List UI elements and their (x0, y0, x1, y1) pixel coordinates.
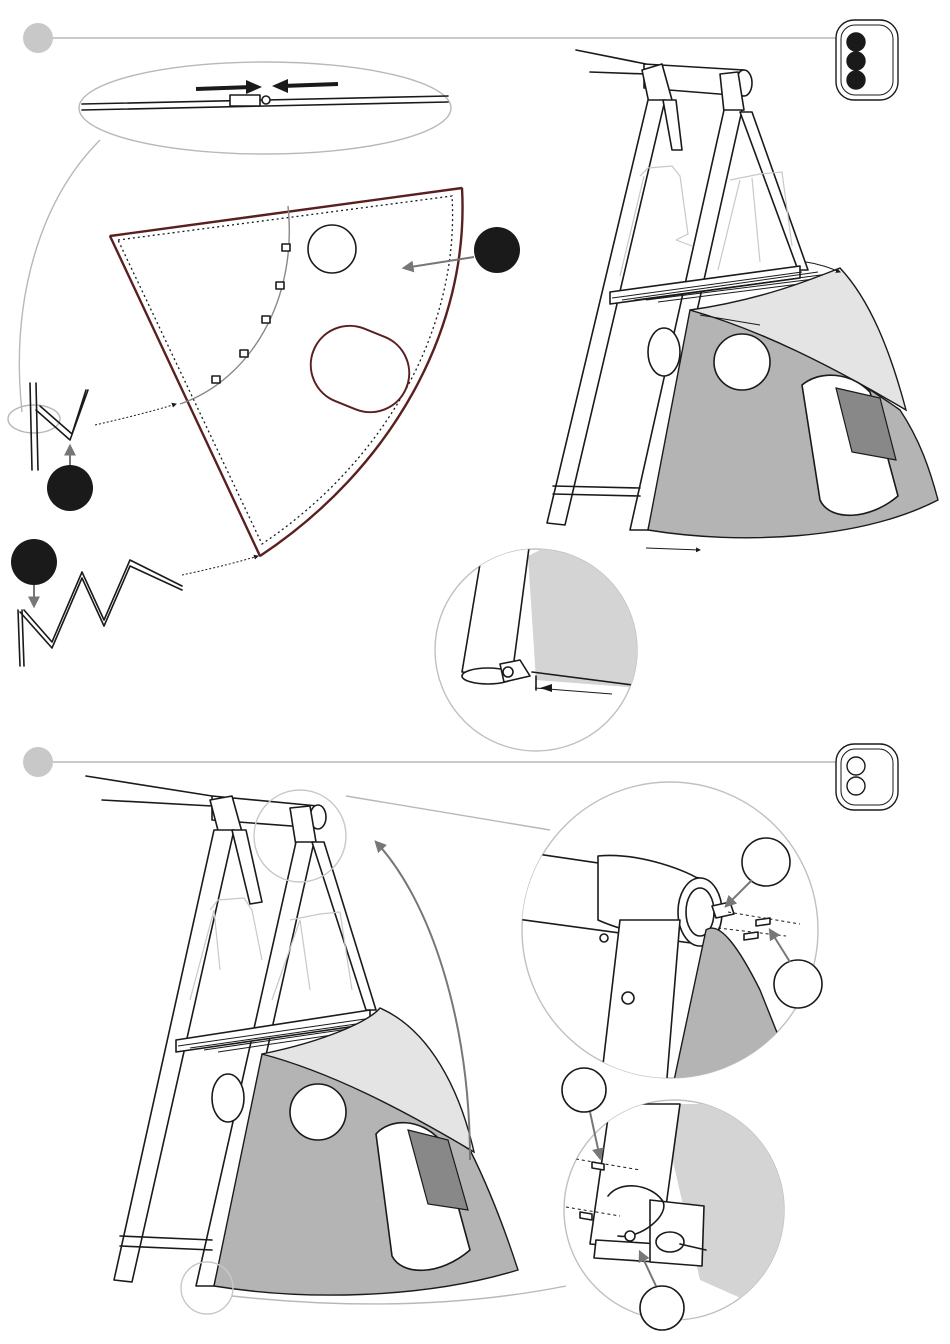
part-marker-screw-2 (562, 1068, 606, 1112)
badge-dot-filled (847, 52, 865, 70)
part-marker-long-pole (11, 539, 57, 585)
fabric-panel-flat (95, 188, 520, 575)
swing-frame-step-1 (547, 50, 938, 550)
step-2-header (23, 744, 898, 810)
tent-window-round-2 (290, 1084, 346, 1140)
swing-frame-step-2 (86, 776, 566, 1314)
badge-dot-filled (847, 33, 865, 51)
pole-part-long (11, 539, 182, 666)
part-marker-hook-2 (640, 1286, 684, 1330)
step-2-dot (23, 747, 53, 777)
step-1-dot (23, 23, 53, 53)
window-round (308, 225, 356, 273)
part-marker-hook (742, 838, 790, 886)
foot-connector-detail (435, 540, 640, 751)
part-marker-short-pole (47, 465, 93, 511)
bottom-connector-detail (560, 1068, 790, 1330)
top-connector-detail (510, 782, 822, 1090)
badge-dot-outline (847, 757, 865, 775)
part-marker-fabric (474, 227, 520, 273)
step-2-badge (836, 744, 898, 810)
badge-dot-outline (847, 777, 865, 795)
tent-window-round (714, 334, 770, 390)
pole-connector (230, 95, 260, 106)
part-marker-screw (774, 960, 822, 1008)
badge-dot-filled (847, 71, 865, 89)
step-1-badge (836, 20, 898, 100)
